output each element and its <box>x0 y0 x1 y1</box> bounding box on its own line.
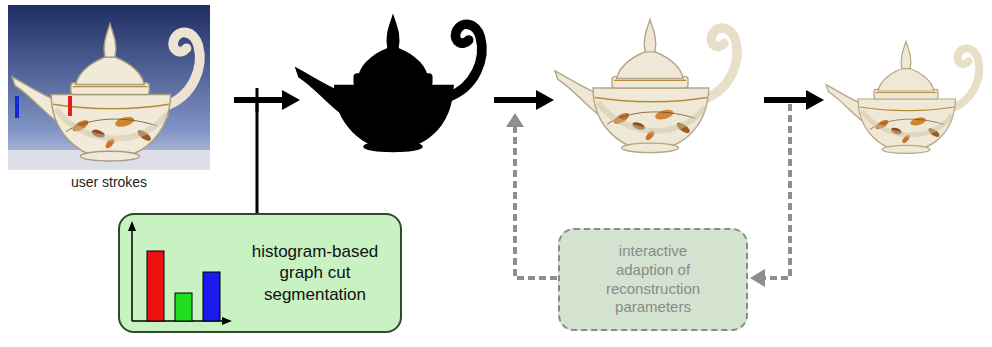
flow-arrow <box>764 90 824 110</box>
axis-arrowhead <box>128 221 136 231</box>
feedback-arrowhead <box>750 269 765 287</box>
feedback-line <box>515 126 557 278</box>
histogram-icon <box>120 215 236 333</box>
flow-arrow <box>494 90 554 110</box>
t-line <box>256 100 259 213</box>
axis-arrowhead <box>222 317 232 325</box>
text-group: histogram-based graph cut segmentation <box>238 241 392 305</box>
reconstruction-render <box>826 41 979 153</box>
foreground-stroke <box>68 96 72 116</box>
text-group: interactive adaption of reconstruction p… <box>594 242 712 317</box>
histogram-bar <box>147 251 164 321</box>
background-stroke <box>15 96 19 118</box>
box-text: histogram-based graph cut segmentation <box>238 241 392 305</box>
flow-arrow <box>234 90 300 110</box>
histogram-bar <box>175 293 192 321</box>
feedback-arrowhead <box>506 113 524 127</box>
photo-background <box>8 5 210 170</box>
image-caption: user strokes <box>8 174 210 190</box>
reconstruction-render <box>555 20 737 153</box>
box-text: interactive adaption of reconstruction p… <box>594 242 712 317</box>
segmentation-box: histogram-based graph cut segmentation <box>118 213 402 333</box>
histogram-bar <box>203 272 220 321</box>
chart-axis <box>131 229 133 321</box>
silhouette <box>296 16 482 152</box>
feedback-line <box>764 104 790 278</box>
parameter-box: interactive adaption of reconstruction p… <box>558 228 748 331</box>
photo-teapot <box>12 24 200 161</box>
